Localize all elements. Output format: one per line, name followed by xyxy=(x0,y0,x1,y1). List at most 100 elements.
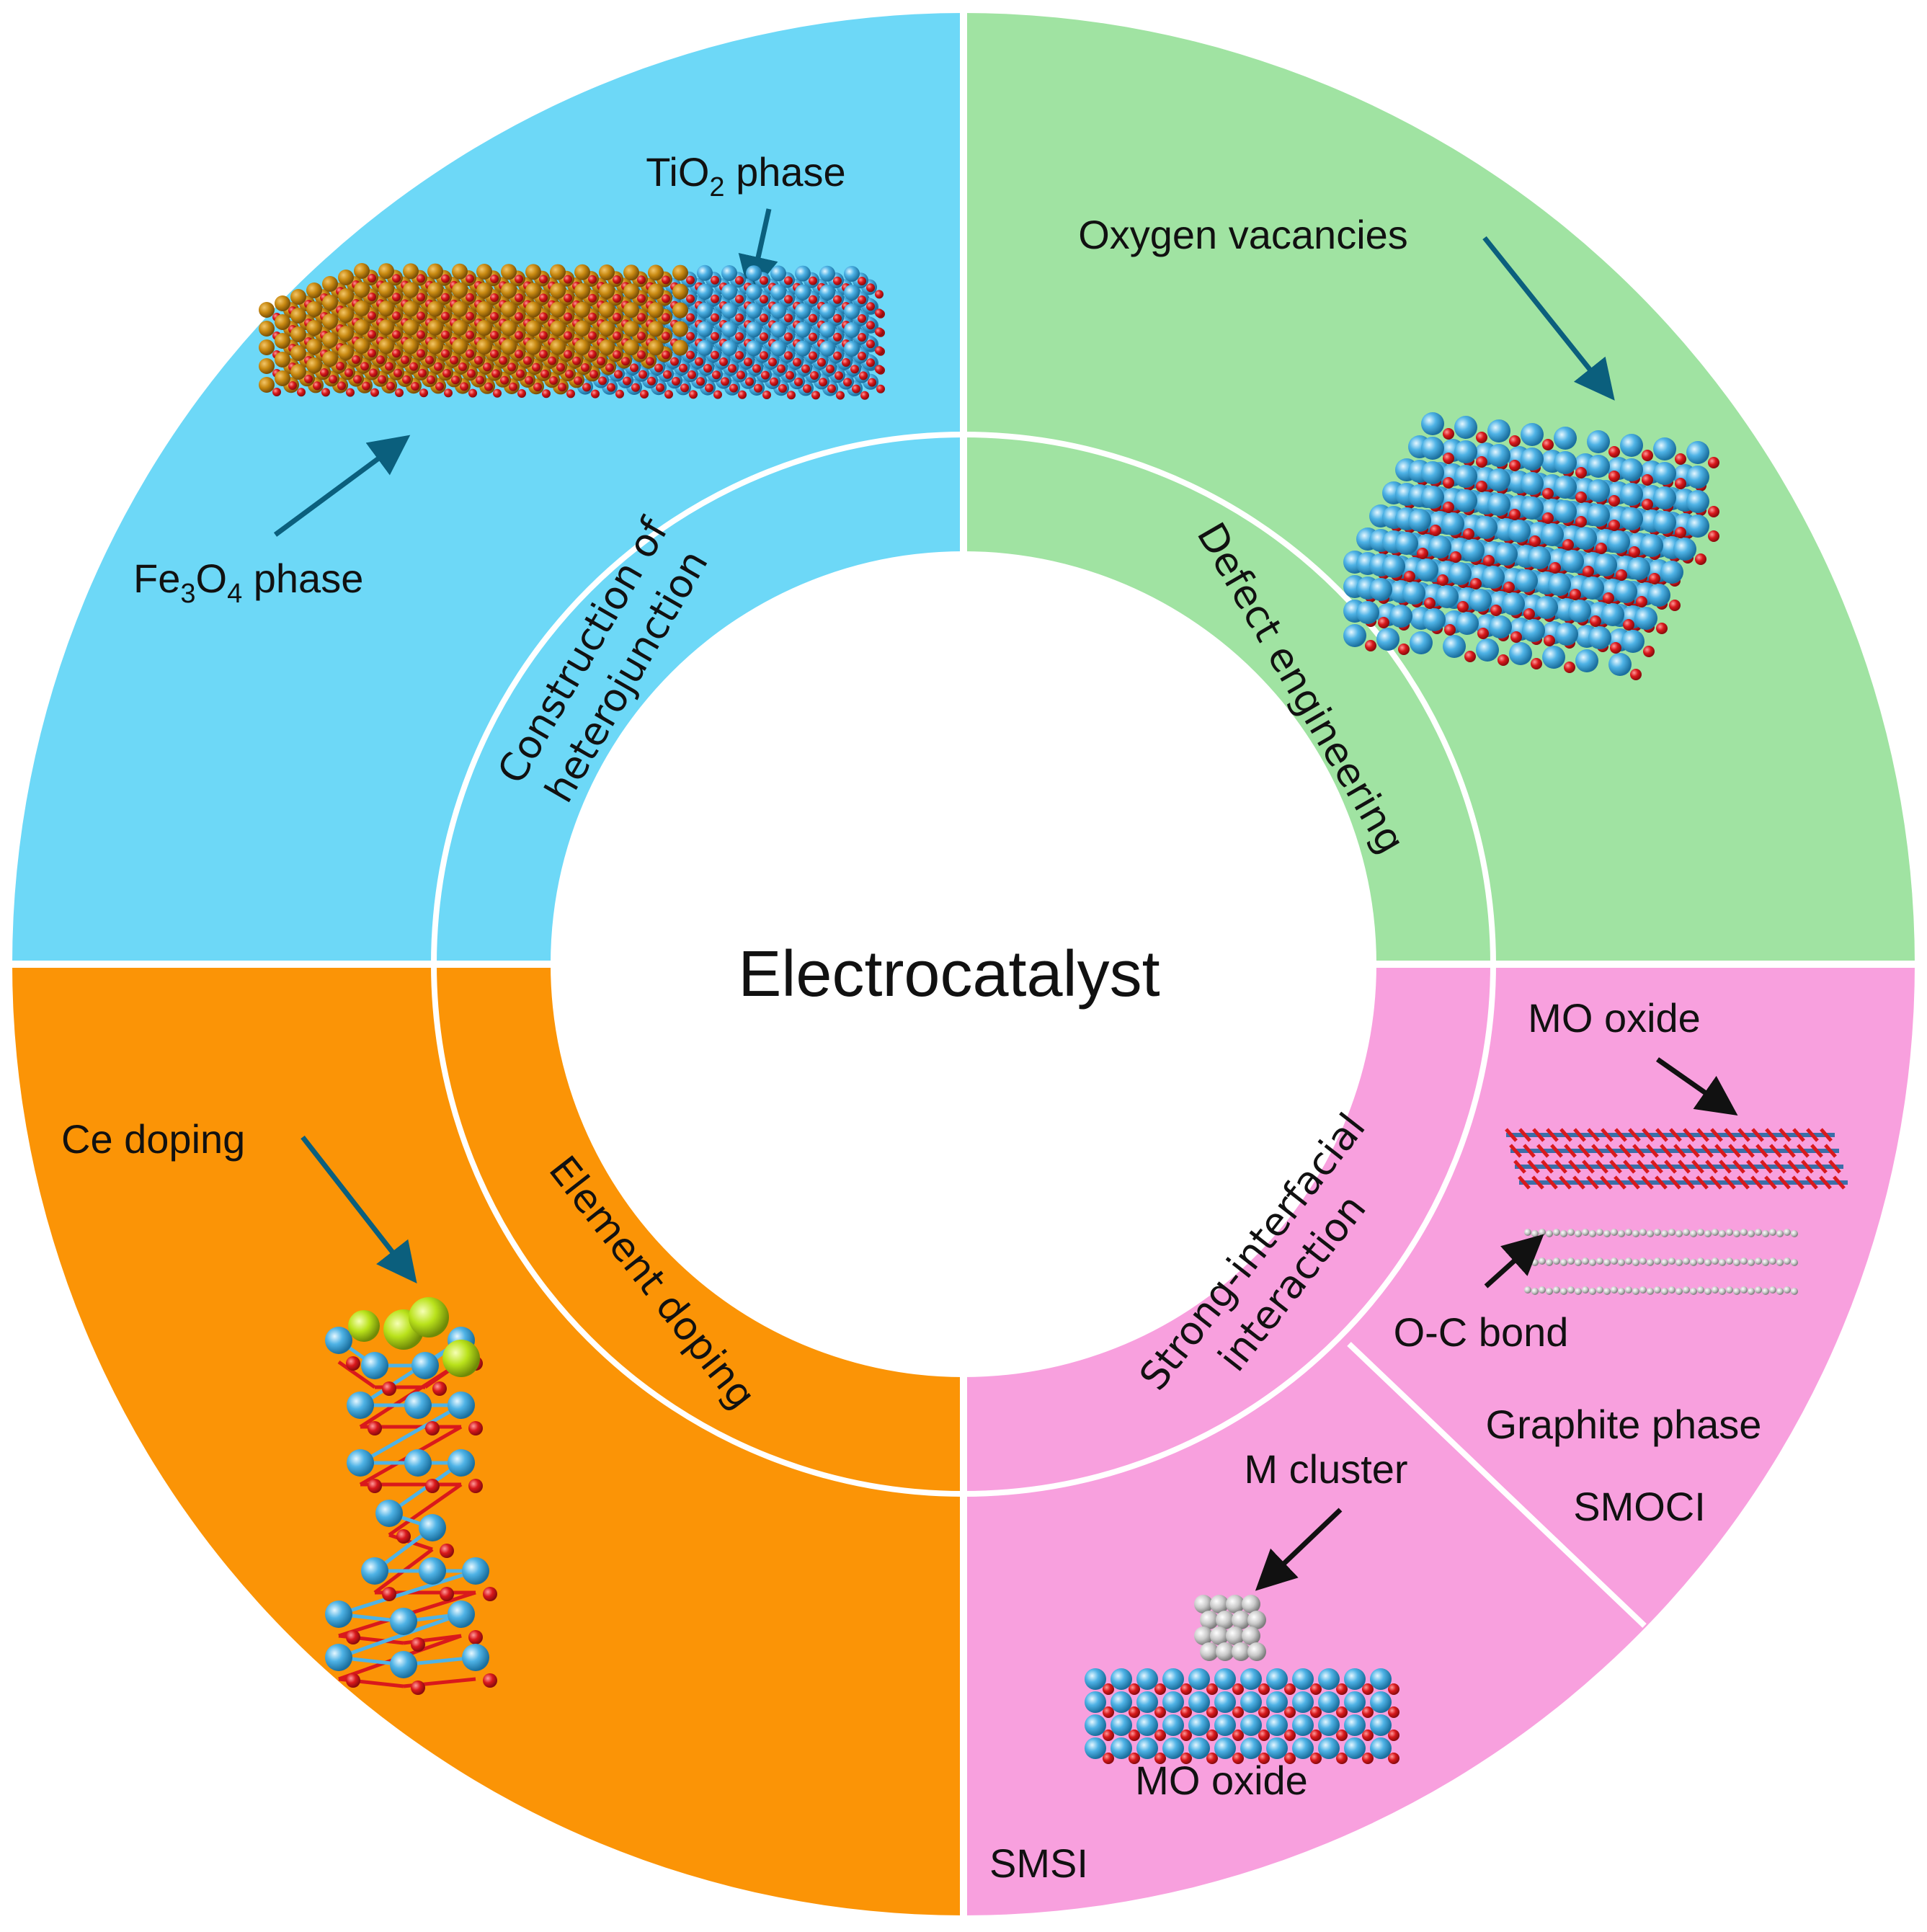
tio2-atom xyxy=(795,265,811,282)
oxygen-atom xyxy=(490,350,499,358)
oxide-bond xyxy=(1664,1159,1677,1174)
metal-atom xyxy=(462,1557,489,1585)
oxygen-atom xyxy=(1642,450,1653,461)
oxygen-atom xyxy=(711,331,719,341)
oxygen-atom xyxy=(784,276,793,285)
oxide-bond xyxy=(1596,1159,1608,1174)
fe3o4-atom xyxy=(672,339,688,356)
lattice-atom xyxy=(1548,573,1571,596)
oxygen-atom xyxy=(1675,527,1686,538)
oxygen-atom xyxy=(466,330,474,339)
lattice-atom xyxy=(1686,490,1709,513)
oxygen-atom xyxy=(1596,543,1607,554)
tio2-atom xyxy=(746,284,762,301)
oxygen-atom xyxy=(515,312,523,321)
oxygen-atom xyxy=(1542,512,1554,524)
oxygen-atom xyxy=(490,331,499,339)
lattice-atom xyxy=(1634,607,1657,630)
fe3o4-atom xyxy=(338,270,354,285)
oxygen-atom xyxy=(833,351,842,360)
oxygen-atom xyxy=(1388,1683,1399,1695)
fe3o4-atom xyxy=(403,282,419,298)
fe3o4-atom xyxy=(275,333,290,349)
graphite-atom xyxy=(1762,1230,1769,1237)
graphite-atom xyxy=(1539,1286,1546,1294)
oxide-bond xyxy=(1728,1144,1741,1158)
fe3o4-atom xyxy=(672,264,688,281)
oxygen-atom xyxy=(662,275,670,285)
graphite-atom xyxy=(1704,1259,1712,1266)
oxygen-atom xyxy=(1430,525,1441,536)
graphite-atom xyxy=(1791,1230,1798,1237)
oxygen-atom xyxy=(1575,467,1587,478)
graphite-atom xyxy=(1546,1230,1553,1237)
fe3o4-atom xyxy=(501,282,517,299)
lattice-atom xyxy=(1587,504,1610,527)
fe3o4-atom xyxy=(338,288,354,304)
oxygen-atom xyxy=(654,363,663,373)
oxygen-atom xyxy=(370,388,379,397)
oxygen-atom xyxy=(793,357,801,367)
graphite-atom xyxy=(1618,1288,1625,1295)
oxygen-atom xyxy=(441,349,450,358)
fe3o4-atom xyxy=(354,338,370,354)
lattice-atom xyxy=(1653,511,1676,534)
oxide-atom xyxy=(1214,1737,1236,1759)
oxygen-atom xyxy=(833,295,842,304)
oxygen-atom xyxy=(1476,432,1487,443)
oxygen-atom xyxy=(320,368,329,377)
oxygen-atom xyxy=(474,356,483,365)
oxygen-atom xyxy=(572,356,581,365)
oxygen-atom xyxy=(425,1421,440,1435)
graphite-atom xyxy=(1690,1259,1697,1266)
oxygen-atom xyxy=(613,350,621,359)
lattice-atom xyxy=(1601,603,1624,626)
oxygen-atom xyxy=(1608,520,1620,531)
fe3o4-atom xyxy=(338,307,354,323)
lattice-atom xyxy=(1389,605,1412,628)
oxygen-atom xyxy=(441,274,450,283)
graphite-atom xyxy=(1553,1286,1560,1294)
oxygen-atom xyxy=(859,371,868,380)
fe3o4-atom xyxy=(623,283,639,300)
oxygen-atom xyxy=(1630,669,1642,680)
oxygen-atom xyxy=(539,312,548,321)
fe3o4-atom xyxy=(623,264,639,281)
fe3o4-atom xyxy=(290,345,306,361)
oxide-bond xyxy=(1559,1128,1572,1142)
lattice-atom xyxy=(1454,489,1477,512)
graphite-atom xyxy=(1596,1257,1603,1265)
graphite-atom xyxy=(1632,1230,1639,1237)
oxygen-atom xyxy=(588,275,597,284)
oxide-atom xyxy=(1292,1714,1314,1736)
metal-cluster-atom xyxy=(1210,1595,1229,1613)
oxygen-atom xyxy=(516,369,525,378)
fe3o4-atom xyxy=(275,352,290,368)
oxygen-atom xyxy=(581,363,589,372)
metal-cluster-atom xyxy=(1247,1642,1266,1661)
oxygen-atom xyxy=(378,375,386,384)
oxide-bond xyxy=(1691,1159,1704,1174)
graphite-atom xyxy=(1697,1229,1704,1236)
ce-dopant-atom xyxy=(348,1310,380,1342)
fe3o4-atom xyxy=(525,320,541,337)
oxygen-atom xyxy=(809,276,817,285)
oxygen-atom xyxy=(1258,1706,1270,1718)
oxide-atom xyxy=(1240,1737,1262,1759)
oxide-bond xyxy=(1532,1128,1545,1142)
oxide-bond xyxy=(1641,1175,1654,1190)
fe3o4-atom xyxy=(427,282,443,298)
oxide-atom xyxy=(1085,1668,1106,1690)
oxygen-atom xyxy=(1336,1706,1348,1718)
oxygen-atom xyxy=(686,313,695,322)
oxygen-atom xyxy=(598,376,607,386)
oxygen-atom xyxy=(396,1529,411,1544)
oxygen-atom xyxy=(1509,460,1521,471)
lattice-atom xyxy=(1448,562,1472,585)
oxide-bond xyxy=(1600,1175,1613,1190)
graphite-atom xyxy=(1740,1229,1748,1236)
oxide-atom xyxy=(1188,1668,1210,1690)
graphite-atom xyxy=(1762,1288,1769,1295)
oxygen-atom xyxy=(689,390,698,399)
lattice-atom xyxy=(1653,486,1676,509)
